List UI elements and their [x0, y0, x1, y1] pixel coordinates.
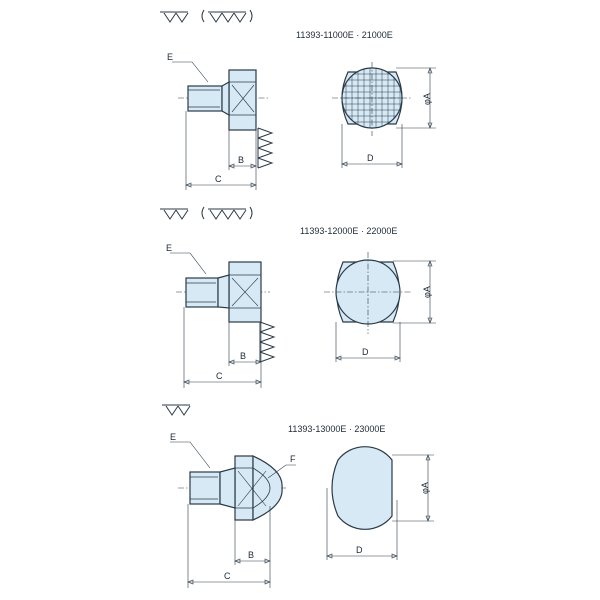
label-D: D [362, 347, 369, 357]
side-view-1: E B C [167, 52, 274, 190]
label-A: φA [420, 482, 430, 494]
front-view-3: φA D [326, 446, 434, 560]
hex-head [228, 69, 257, 131]
label-A: φA [422, 286, 432, 298]
front-view-1: φA D [332, 62, 436, 168]
label-F: F [290, 454, 296, 464]
view-1: 11393-11000E · 21000E E B [160, 9, 436, 190]
finish-mark [257, 127, 274, 169]
label-E: E [166, 243, 172, 253]
label-E: E [167, 52, 173, 62]
finish-symbol-2 [160, 206, 253, 220]
domed-face [331, 446, 393, 530]
view-2: 11393-12000E · 22000E E B C [160, 206, 436, 388]
label-A: φA [422, 93, 432, 105]
label-D: D [367, 153, 374, 163]
front-view-2: φA D [324, 252, 436, 362]
label-B: B [248, 550, 254, 560]
view-3: 11393-13000E · 23000E E F B [162, 404, 434, 588]
label-C: C [216, 371, 223, 381]
model-label-3: 11393-13000E · 23000E [288, 424, 385, 434]
label-B: B [238, 155, 244, 165]
side-view-3: E F B C [170, 432, 296, 588]
side-view-2: E B C [166, 243, 276, 388]
dome [252, 455, 283, 521]
label-E: E [170, 432, 176, 442]
label-C: C [224, 571, 231, 581]
label-C: C [215, 174, 222, 184]
finish-symbol-3 [162, 404, 191, 416]
label-D: D [356, 545, 363, 555]
finish-symbol-1 [160, 9, 253, 23]
model-label-2: 11393-12000E · 22000E [300, 226, 397, 236]
model-label-1: 11393-11000E · 21000E [296, 30, 393, 40]
label-B: B [240, 351, 246, 361]
neck [221, 80, 230, 117]
